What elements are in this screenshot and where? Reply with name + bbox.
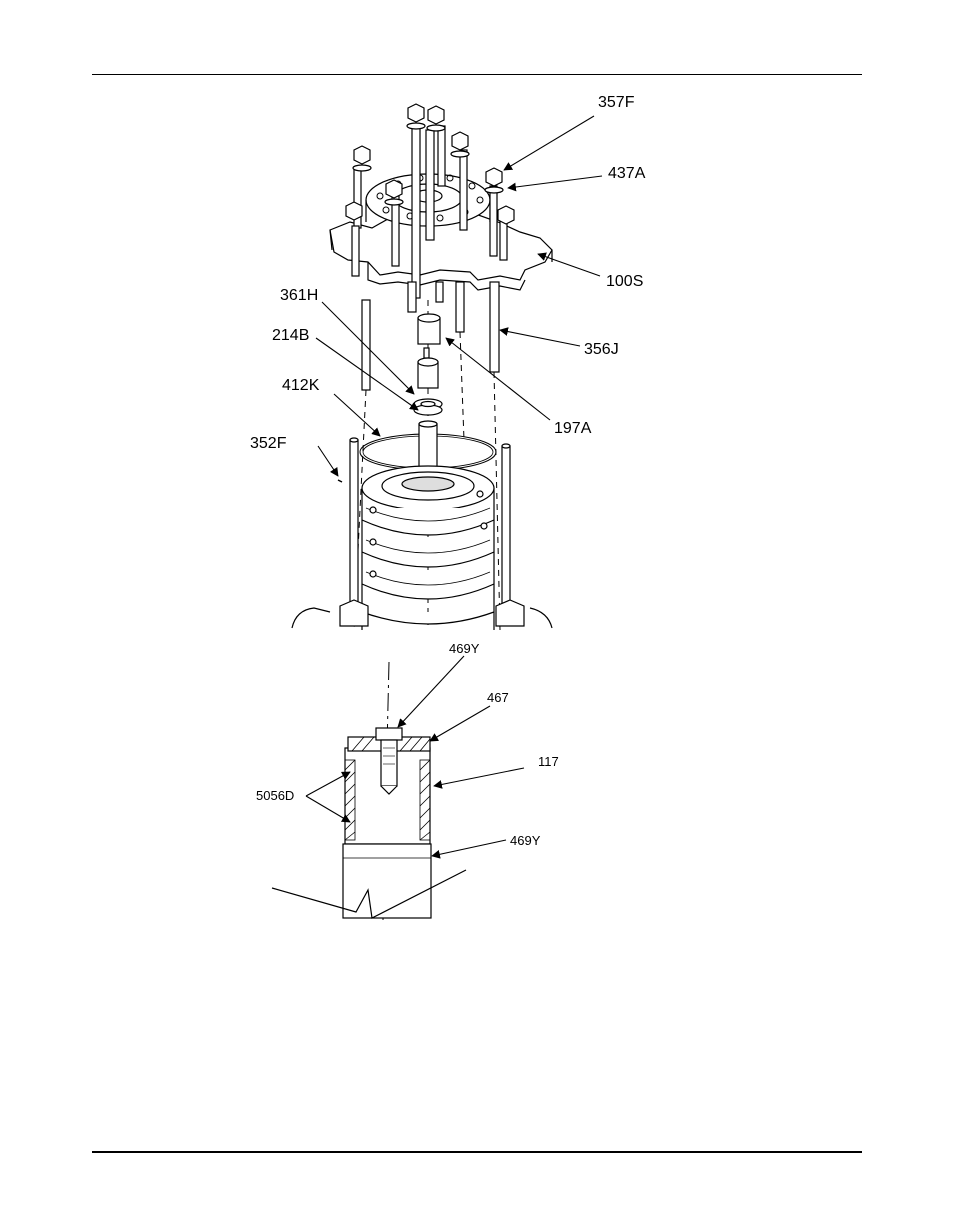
bearing-361H bbox=[418, 358, 438, 388]
callout-100S: 100S bbox=[606, 273, 643, 290]
callout-437A: 437A bbox=[608, 165, 646, 182]
washer-214B bbox=[414, 399, 442, 415]
callout-357F: 357F bbox=[598, 94, 635, 111]
callout-356J: 356J bbox=[584, 341, 619, 358]
shaft-lower bbox=[343, 844, 431, 918]
callout-361H: 361H bbox=[280, 287, 318, 304]
callout-5056D: 5056D bbox=[256, 788, 294, 803]
sleeve bbox=[418, 314, 440, 344]
callout-412K: 412K bbox=[282, 377, 320, 394]
callout-117: 117 bbox=[538, 754, 559, 769]
pump-stack bbox=[362, 466, 494, 630]
lower-section-view bbox=[272, 662, 466, 920]
callout-469Y-bottom: 469Y bbox=[510, 833, 541, 848]
footer-rule bbox=[92, 1151, 862, 1153]
callout-197A: 197A bbox=[554, 420, 592, 437]
upper-exploded-view bbox=[292, 104, 552, 630]
callout-214B: 214B bbox=[272, 327, 309, 344]
callout-352F: 352F bbox=[250, 435, 287, 452]
callout-469Y-top: 469Y bbox=[449, 641, 480, 656]
callout-467: 467 bbox=[487, 690, 509, 705]
